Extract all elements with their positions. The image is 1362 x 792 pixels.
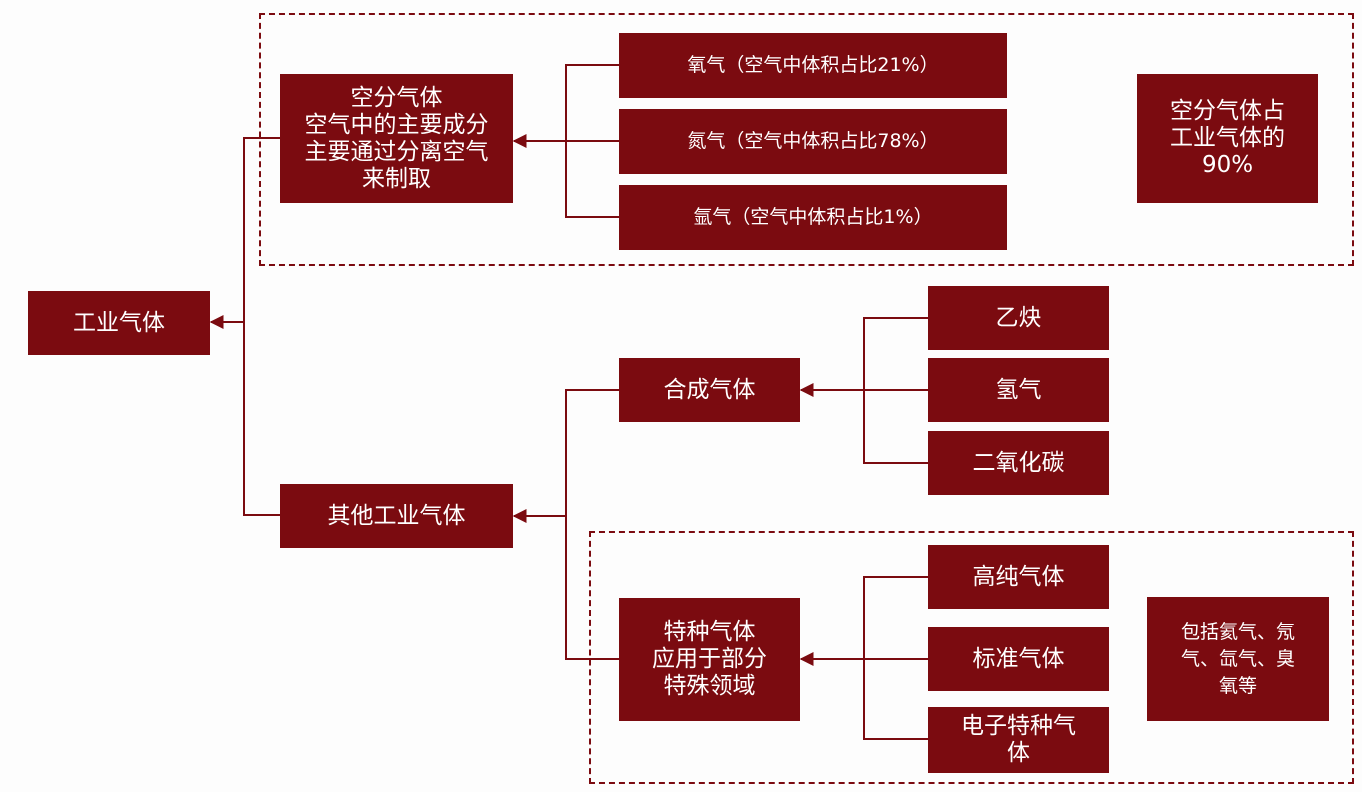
- node-carbon-dioxide: 二氧化碳: [928, 431, 1109, 495]
- node-hydrogen: 氢气: [928, 358, 1109, 422]
- node-air-separation-gas: 空分气体 空气中的主要成分 主要通过分离空气 来制取: [280, 74, 513, 203]
- air-gas-group: [259, 13, 1354, 266]
- node-air-share-note: 空分气体占 工业气体的 90%: [1137, 74, 1318, 203]
- other-bracket: [565, 389, 619, 660]
- node-electronic-special-gas: 电子特种气 体: [928, 707, 1109, 773]
- node-argon: 氩气（空气中体积占比1%）: [619, 185, 1007, 250]
- node-standard-gas: 标准气体: [928, 627, 1109, 691]
- node-industrial-gas: 工业气体: [28, 291, 210, 355]
- node-oxygen: 氧气（空气中体积占比21%）: [619, 33, 1007, 98]
- node-nitrogen: 氮气（空气中体积占比78%）: [619, 109, 1007, 174]
- node-other-industrial-gas: 其他工业气体: [280, 484, 513, 548]
- node-high-purity-gas: 高纯气体: [928, 545, 1109, 609]
- node-special-gas-note: 包括氦气、氖 气、氙气、臭 氧等: [1147, 597, 1329, 721]
- node-synthetic-gas: 合成气体: [619, 358, 800, 422]
- special-gas-group: [589, 531, 1354, 784]
- node-special-gas: 特种气体 应用于部分 特殊领域: [619, 598, 800, 721]
- root-bracket: [243, 137, 280, 516]
- node-acetylene: 乙炔: [928, 286, 1109, 350]
